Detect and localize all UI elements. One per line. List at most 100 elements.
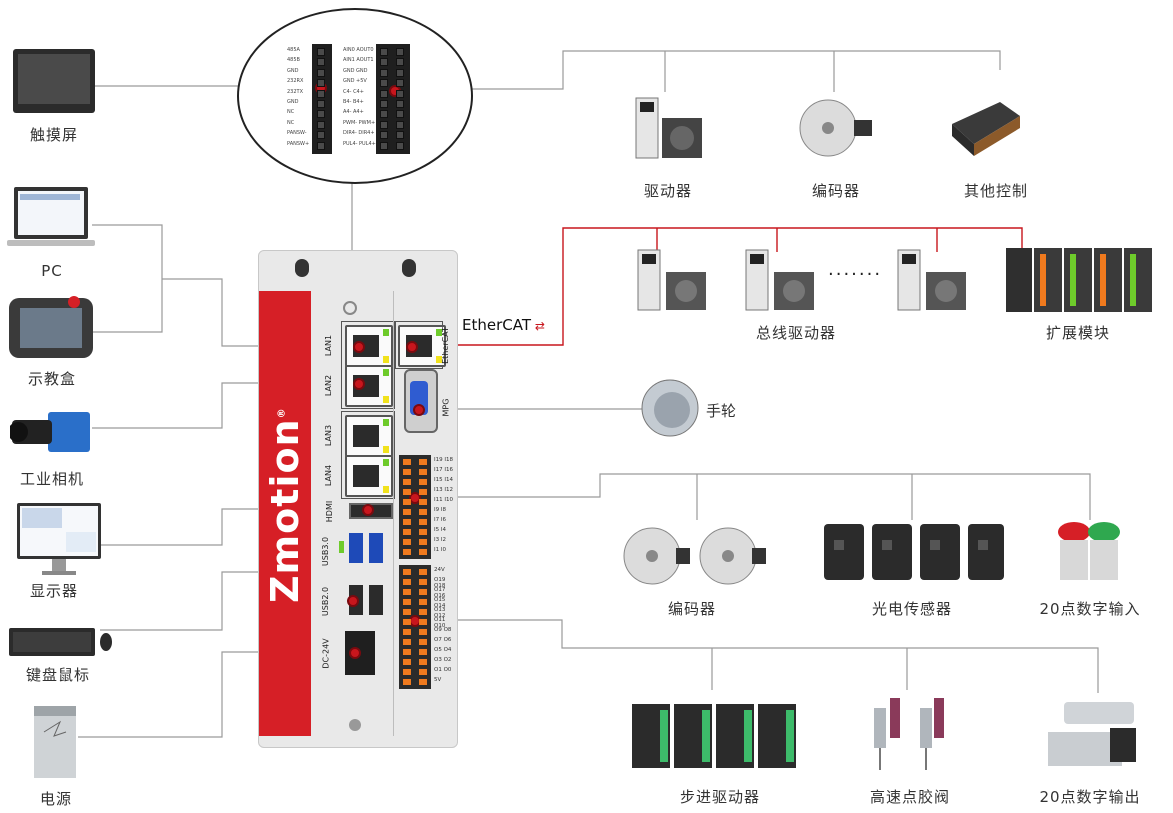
magnifier-right-pin <box>380 58 388 67</box>
ethercat-logo-text: EtherCAT <box>462 316 531 334</box>
photo-sensor-image <box>824 524 1004 580</box>
magnifier-left-label: PANSW+ <box>287 140 310 147</box>
output-terminal-label: O3 O2 <box>434 657 452 663</box>
output-terminal-pin <box>419 669 427 675</box>
ethercat-wire <box>416 227 1023 346</box>
magnifier-right-pin <box>396 68 404 77</box>
brand-mark: ® <box>276 407 288 419</box>
output-terminal-pin <box>403 599 411 605</box>
output-terminal-pin <box>419 659 427 665</box>
digital-output-caption: 20点数字输出 <box>1039 788 1141 806</box>
usb2-dot <box>347 595 359 607</box>
magnifier-right-label: C4- C4+ <box>343 88 364 95</box>
magnifier-right-label: A4- A4+ <box>343 109 364 116</box>
magnifier-left-pin <box>317 120 325 129</box>
magnifier-left-pin <box>317 48 325 56</box>
output-terminal-pin <box>419 569 427 575</box>
stepper-driver-caption: 步进驱动器 <box>679 788 761 806</box>
input-terminal-pin <box>403 539 411 545</box>
output-terminal-label: O19 O18 <box>434 577 446 589</box>
output-terminal-pin <box>419 609 427 615</box>
input-terminal-label: I15 I14 <box>434 477 453 483</box>
magnifier-left-pin <box>317 141 325 150</box>
input-terminal-pin <box>403 519 411 525</box>
input-terminal-pin <box>403 459 411 465</box>
power-supply-image <box>34 706 76 778</box>
magnifier-right-pin <box>380 68 388 77</box>
input-terminal-pin <box>419 509 427 515</box>
input-terminal-label: I19 I18 <box>434 457 453 463</box>
input-terminal-pin <box>403 549 411 555</box>
touchscreen-image <box>13 49 95 113</box>
magnifier-left-label: 485A <box>287 47 300 53</box>
dc24v-dot <box>349 647 361 659</box>
magnifier-left-label: 485B <box>287 57 300 64</box>
usb3-port[interactable] <box>349 533 363 563</box>
input-encoder-caption: 编码器 <box>667 600 717 618</box>
usb2-label: USB2.0 <box>321 586 331 617</box>
lan2-port[interactable] <box>345 365 393 407</box>
output-terminal-pin <box>419 629 427 635</box>
output-terminal-label: O15 O14 <box>434 597 446 609</box>
input-encoder-image <box>623 527 766 585</box>
magnifier-right-pin <box>396 141 404 150</box>
lan3-port[interactable] <box>345 415 393 457</box>
usb3-port-2[interactable] <box>369 533 383 563</box>
monitor-caption: 显示器 <box>29 582 79 600</box>
ethercat-logo: EtherCAT ⇄ <box>462 316 545 334</box>
output-terminal-pin <box>403 609 411 615</box>
input-terminal-label: I3 I2 <box>434 537 446 543</box>
output-terminal-pin <box>403 589 411 595</box>
input-terminal-pin <box>403 509 411 515</box>
input-terminal-label: I5 I4 <box>434 527 446 533</box>
output-terminal-pin <box>403 679 411 685</box>
keyboard-mouse-image <box>9 628 112 656</box>
magnifier-right-label: PUL4- PUL4+ <box>343 140 376 147</box>
output-terminal-pin <box>419 599 427 605</box>
ethercat-arrow: ⇄ <box>531 319 545 333</box>
photo-sensor-caption: 光电传感器 <box>871 600 953 618</box>
wire-inputs <box>416 473 1091 520</box>
encoder-top-image <box>799 99 872 157</box>
bottom-screw <box>349 719 361 731</box>
pc-image <box>7 187 95 246</box>
magnifier-left-label: GND <box>287 99 299 105</box>
bus-driver-2 <box>745 249 814 311</box>
magnifier-right-label: DIR4- DIR4+ <box>343 130 375 137</box>
bus-driver-1 <box>637 249 706 311</box>
magnifier-right-label: B4- B4+ <box>343 99 364 105</box>
lan-frame <box>341 321 395 409</box>
input-terminal-label: I13 I12 <box>434 487 453 493</box>
output-terminal-label: 5V <box>434 677 442 683</box>
output-terminal-block[interactable] <box>399 565 431 689</box>
output-terminal-pin <box>419 579 427 585</box>
magnifier-right-label: AIN1 AOUT1 <box>343 57 374 64</box>
usb3-label: USB3.0 <box>321 536 331 567</box>
other-control-image <box>952 102 1020 156</box>
magnifier-right-pin <box>380 89 388 98</box>
bus-driver-3 <box>897 249 966 311</box>
motion-controller: Zmotion® LAN1 LAN2 LAN3 LAN4 HDMI USB3.0… <box>258 250 458 748</box>
magnifier-left-pin <box>317 68 325 77</box>
magnifier-left-label: NC <box>287 109 295 116</box>
input-terminal-pin <box>419 499 427 505</box>
magnifier-left-pin <box>317 100 325 108</box>
camera-image <box>10 412 90 452</box>
digital-input-image <box>1058 522 1120 580</box>
output-terminal-pin <box>403 569 411 575</box>
magnifier-right-pin <box>396 110 404 119</box>
lan4-port[interactable] <box>345 455 393 497</box>
mpg-connector[interactable] <box>404 369 438 433</box>
input-terminal-pin <box>403 529 411 535</box>
usb2-port-2[interactable] <box>369 585 383 615</box>
handwheel-image <box>641 379 699 437</box>
wire-top-bus <box>394 50 1001 90</box>
magnifier-right-pin <box>380 79 388 88</box>
encoder-top-caption: 编码器 <box>811 182 861 200</box>
magnifier-right-pin <box>380 120 388 129</box>
output-terminal-pin <box>419 679 427 685</box>
output-terminal-pin <box>403 629 411 635</box>
output-terminal-label: 24V <box>434 567 445 573</box>
glue-valve-image <box>874 698 944 770</box>
